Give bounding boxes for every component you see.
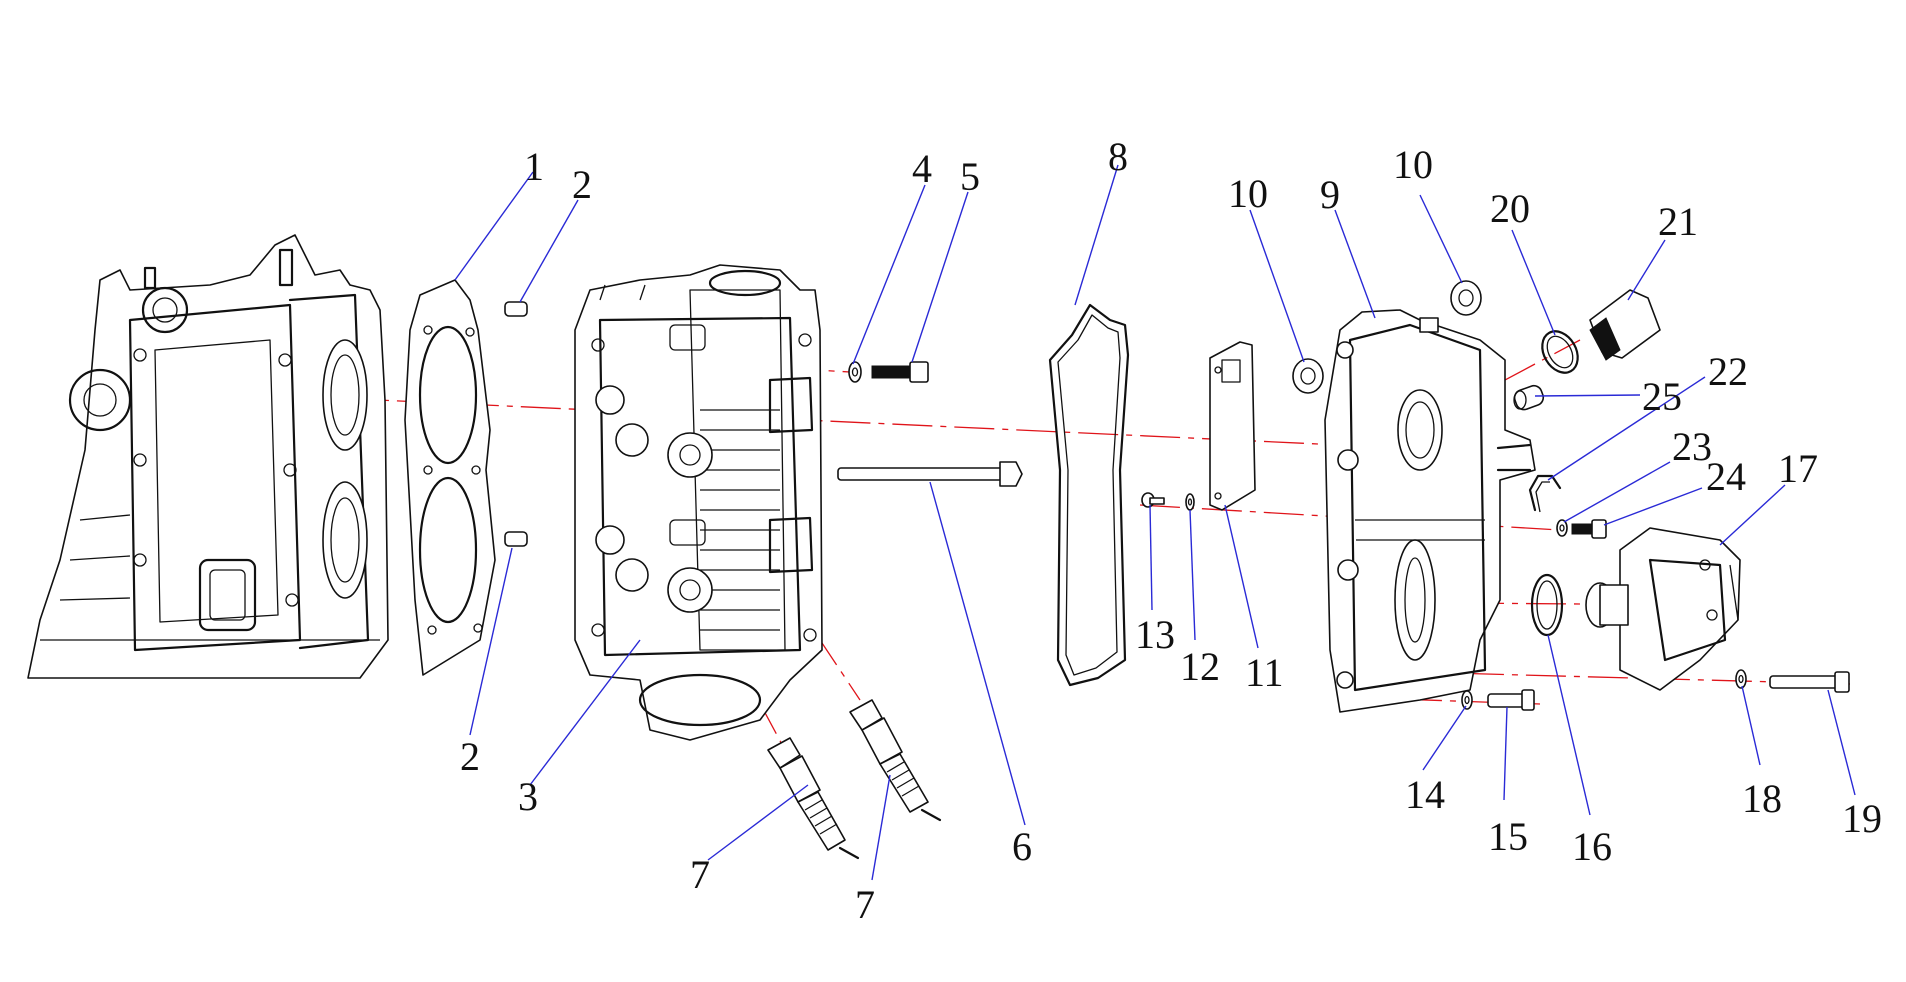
callout-8: 8 bbox=[1108, 134, 1128, 179]
callout-6: 6 bbox=[1012, 824, 1032, 869]
spark-plug-b bbox=[849, 699, 942, 822]
callout-2-top: 2 bbox=[572, 162, 592, 207]
callout-16: 16 bbox=[1572, 824, 1612, 869]
callout-5: 5 bbox=[960, 154, 980, 199]
callout-19: 19 bbox=[1842, 796, 1882, 841]
thermostat-o-ring bbox=[1530, 573, 1564, 637]
plate-screw bbox=[1141, 492, 1165, 508]
lower-washer bbox=[1461, 690, 1473, 710]
cylinder-head bbox=[574, 264, 823, 741]
callout-13: 13 bbox=[1135, 612, 1175, 657]
head-cover bbox=[1324, 309, 1536, 713]
thermostat-housing bbox=[1585, 527, 1741, 691]
callout-12: 12 bbox=[1180, 644, 1220, 689]
callout-9: 9 bbox=[1320, 172, 1340, 217]
leader-lines bbox=[454, 164, 1856, 881]
bolt-washer bbox=[848, 361, 862, 383]
callout-23: 23 bbox=[1672, 424, 1712, 469]
dowel-pins bbox=[504, 301, 528, 547]
callout-4: 4 bbox=[912, 146, 932, 191]
callout-2-bottom: 2 bbox=[460, 734, 480, 779]
callout-15: 15 bbox=[1488, 814, 1528, 859]
oil-filler-cap bbox=[1589, 289, 1661, 361]
cover-bolt bbox=[1571, 519, 1607, 539]
bushing bbox=[1513, 384, 1545, 411]
callout-14: 14 bbox=[1405, 772, 1445, 817]
callout-20: 20 bbox=[1490, 186, 1530, 231]
callout-22: 22 bbox=[1708, 349, 1748, 394]
cover-gasket bbox=[1048, 303, 1130, 687]
callout-24: 24 bbox=[1706, 454, 1746, 499]
callout-7-left: 7 bbox=[690, 852, 710, 897]
cover-plate bbox=[1209, 341, 1256, 511]
hose-clip bbox=[1528, 474, 1562, 513]
callout-18: 18 bbox=[1742, 776, 1782, 821]
lower-pin bbox=[1487, 689, 1535, 711]
callout-25: 25 bbox=[1642, 374, 1682, 419]
short-bolt bbox=[871, 361, 929, 383]
grommet-left bbox=[1292, 358, 1324, 394]
spark-plug-a bbox=[767, 737, 860, 860]
callout-1: 1 bbox=[524, 144, 544, 189]
oil-cap-o-ring bbox=[1541, 330, 1579, 374]
housing-washer bbox=[1735, 669, 1747, 689]
cover-washer bbox=[1556, 519, 1568, 537]
callout-11: 11 bbox=[1245, 650, 1284, 695]
callout-7-right: 7 bbox=[855, 882, 875, 927]
callout-17: 17 bbox=[1778, 446, 1818, 491]
assembly-axis-lines bbox=[334, 339, 1851, 751]
long-head-bolt bbox=[837, 461, 1023, 487]
callout-numbers: 1 2 2 3 4 5 6 7 7 8 10 9 10 20 21 22 25 … bbox=[460, 134, 1882, 927]
grommet-right bbox=[1450, 280, 1482, 316]
engine-block bbox=[27, 234, 389, 679]
long-pin bbox=[1769, 671, 1850, 693]
callout-10-right: 10 bbox=[1393, 142, 1433, 187]
callout-21: 21 bbox=[1658, 199, 1698, 244]
plate-washer bbox=[1185, 493, 1195, 511]
head-gasket bbox=[404, 279, 496, 676]
callout-3: 3 bbox=[518, 774, 538, 819]
callout-10-left: 10 bbox=[1228, 171, 1268, 216]
